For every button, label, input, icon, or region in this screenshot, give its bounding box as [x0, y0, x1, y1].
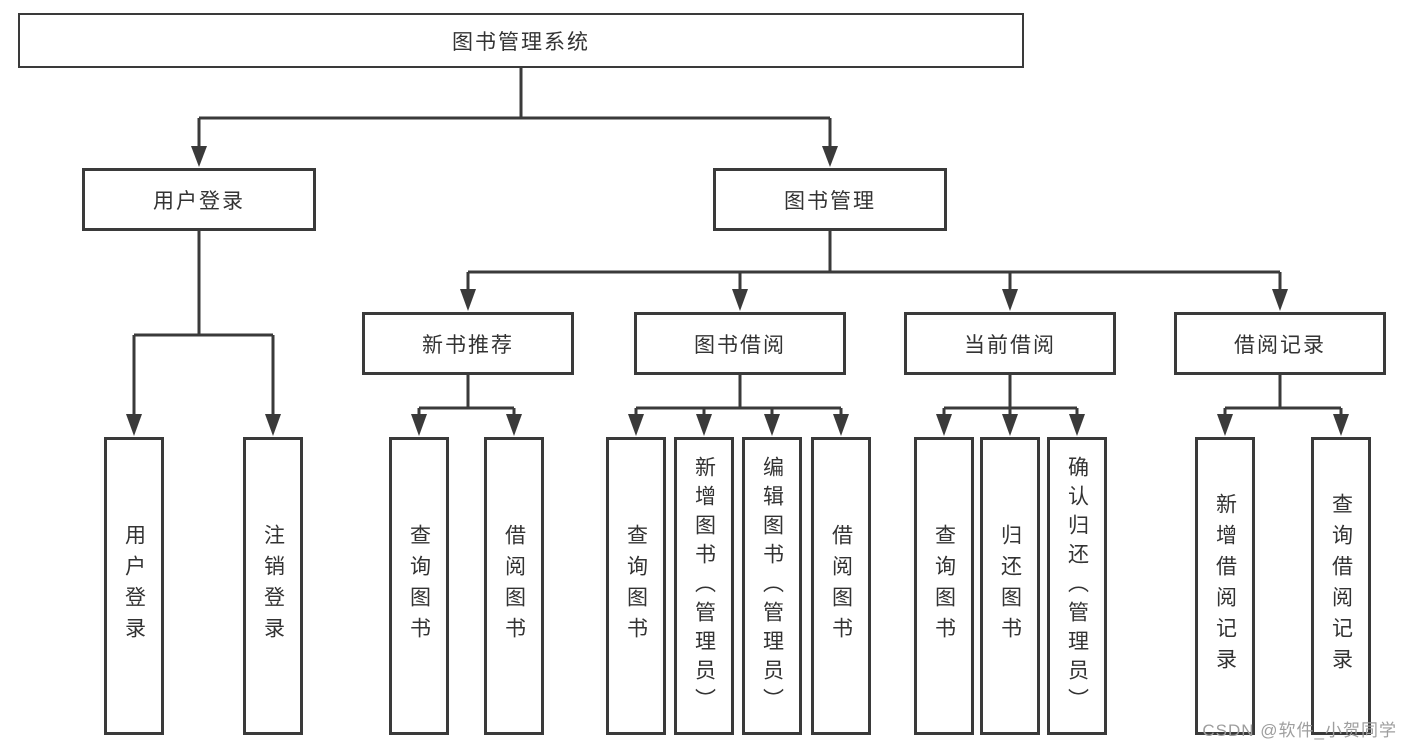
node-new-book-recommend-label: 新书推荐 — [422, 333, 514, 357]
node-current-borrow-label: 当前借阅 — [964, 333, 1056, 357]
csdn-watermark: CSDN @软件_小贺同学 — [1202, 721, 1397, 740]
leaf-borrow-books-borrow-label: 借阅图书 — [829, 524, 853, 648]
node-root: 图书管理系统 — [18, 13, 1024, 68]
connector-paths — [132, 68, 1343, 416]
node-user-login: 用户登录 — [82, 168, 316, 231]
leaf-borrow-books-borrow: 借阅图书 — [811, 437, 871, 735]
leaf-query-books-recommend-label: 查询图书 — [407, 524, 431, 648]
leaf-add-book-admin-label: 新增图书（管理员） — [692, 455, 716, 717]
leaf-return-books: 归还图书 — [980, 437, 1040, 735]
leaf-add-borrow-record-label: 新增借阅记录 — [1213, 493, 1237, 679]
leaf-query-books-current-label: 查询图书 — [932, 524, 956, 648]
leaf-user-login-label: 用户登录 — [122, 524, 146, 648]
node-book-management-label: 图书管理 — [784, 189, 876, 213]
leaf-query-books-borrow-label: 查询图书 — [624, 524, 648, 648]
leaf-confirm-return-admin-label: 确认归还（管理员） — [1065, 455, 1089, 717]
node-book-borrow-label: 图书借阅 — [694, 333, 786, 357]
leaf-query-borrow-record-label: 查询借阅记录 — [1329, 493, 1353, 679]
node-user-login-label: 用户登录 — [153, 189, 245, 213]
leaf-add-book-admin: 新增图书（管理员） — [674, 437, 734, 735]
node-new-book-recommend: 新书推荐 — [362, 312, 574, 375]
node-current-borrow: 当前借阅 — [904, 312, 1116, 375]
leaf-add-borrow-record: 新增借阅记录 — [1195, 437, 1255, 735]
node-book-borrow: 图书借阅 — [634, 312, 846, 375]
leaf-edit-book-admin-label: 编辑图书（管理员） — [760, 455, 784, 717]
node-book-management: 图书管理 — [713, 168, 947, 231]
leaf-confirm-return-admin: 确认归还（管理员） — [1047, 437, 1107, 735]
node-borrow-records: 借阅记录 — [1174, 312, 1386, 375]
leaf-logout: 注销登录 — [243, 437, 303, 735]
leaf-user-login: 用户登录 — [104, 437, 164, 735]
leaf-query-books-recommend: 查询图书 — [389, 437, 449, 735]
leaf-query-books-current: 查询图书 — [914, 437, 974, 735]
leaf-borrow-books-recommend: 借阅图书 — [484, 437, 544, 735]
node-root-label: 图书管理系统 — [452, 30, 590, 54]
leaf-edit-book-admin: 编辑图书（管理员） — [742, 437, 802, 735]
leaf-borrow-books-recommend-label: 借阅图书 — [502, 524, 526, 648]
leaf-logout-label: 注销登录 — [261, 524, 285, 648]
arrowheads — [126, 146, 1349, 436]
leaf-query-books-borrow: 查询图书 — [606, 437, 666, 735]
leaf-query-borrow-record: 查询借阅记录 — [1311, 437, 1371, 735]
leaf-return-books-label: 归还图书 — [998, 524, 1022, 648]
node-borrow-records-label: 借阅记录 — [1234, 333, 1326, 357]
